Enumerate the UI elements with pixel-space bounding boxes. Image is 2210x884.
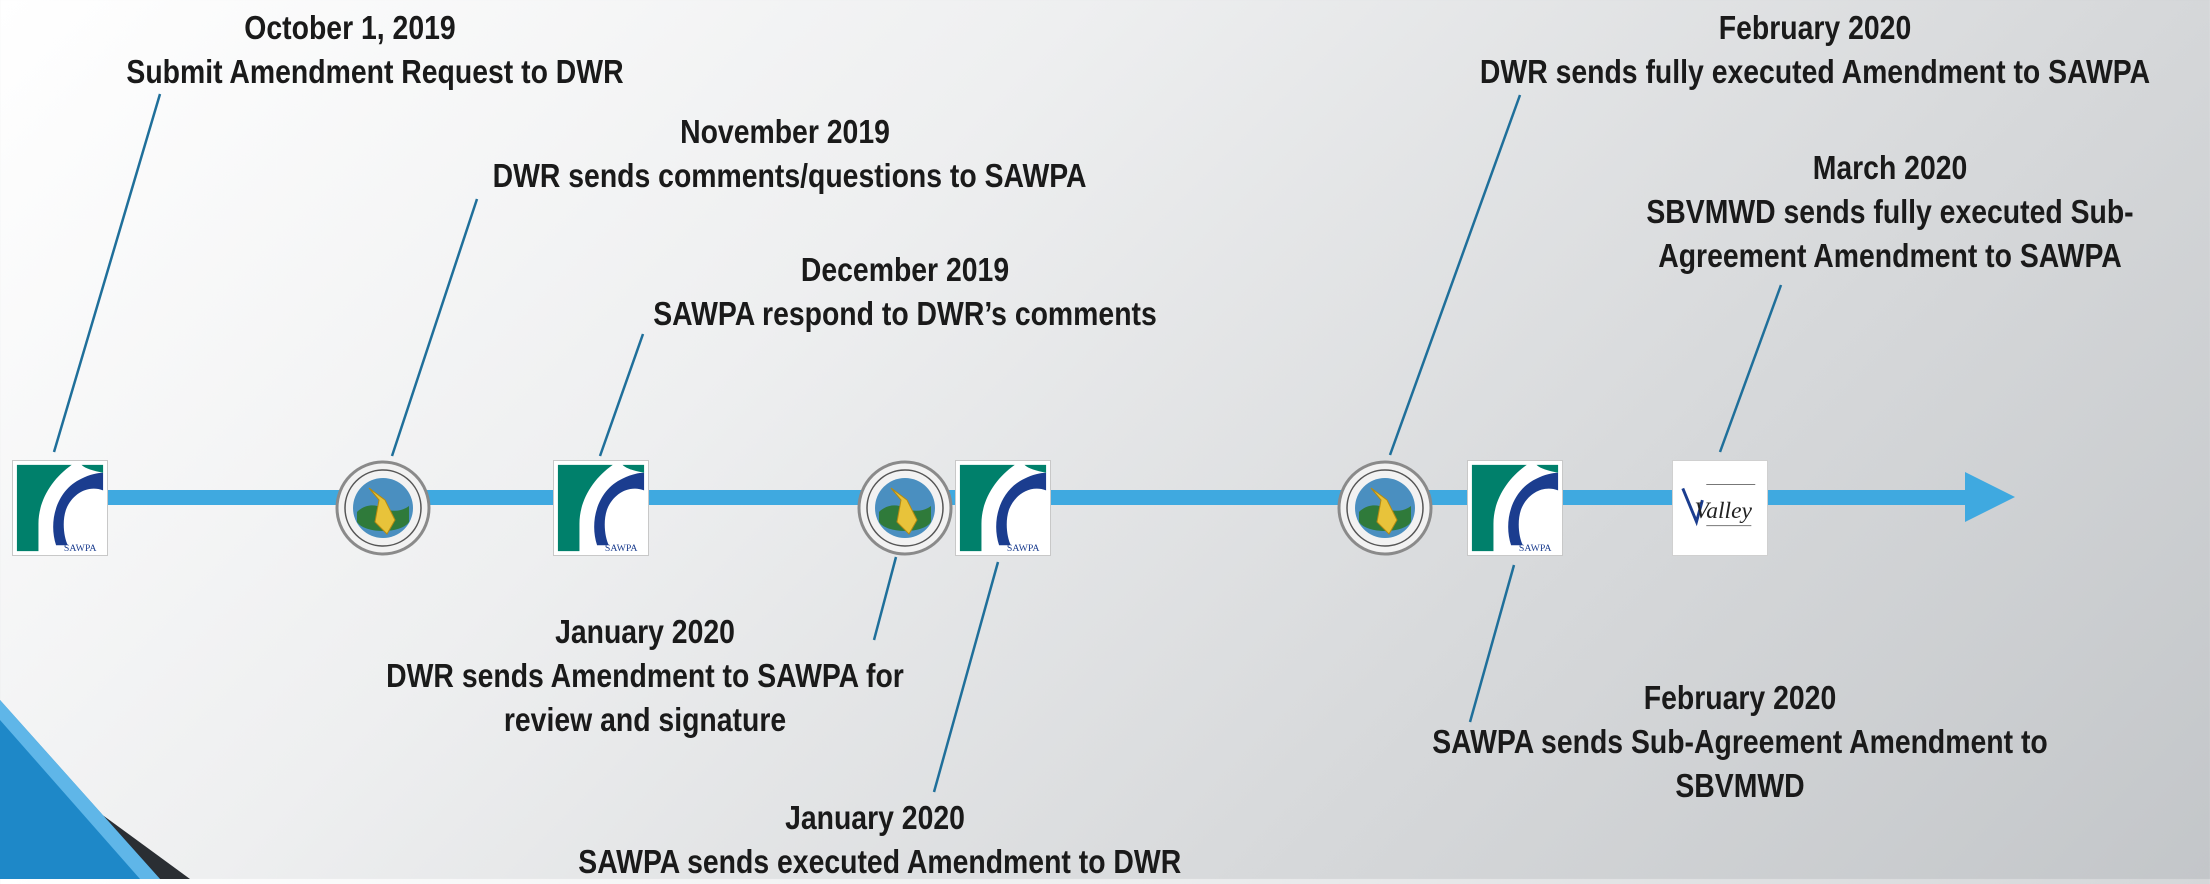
event-label: November 2019 DWR sends comments/questio… bbox=[492, 110, 1087, 198]
sawpa-logo-icon: SAWPA bbox=[16, 464, 104, 554]
event-date: January 2020 bbox=[785, 799, 965, 836]
sbvmwd-valley-logo-icon: Valley bbox=[1681, 484, 1756, 527]
event-date: February 2020 bbox=[1643, 679, 1837, 716]
svg-text:Valley: Valley bbox=[1695, 498, 1753, 524]
sawpa-logo: SAWPA bbox=[553, 460, 649, 556]
svg-text:SAWPA: SAWPA bbox=[605, 543, 638, 554]
event-description: SAWPA sends Sub-Agreement Amendment to bbox=[1432, 723, 2048, 760]
dwr-seal-icon bbox=[1337, 460, 1433, 556]
leader-line bbox=[932, 561, 1000, 793]
event-label: December 2019 SAWPA respond to DWR’s com… bbox=[651, 248, 1158, 336]
dwr-seal bbox=[857, 460, 953, 556]
dwr-seal-icon bbox=[335, 460, 431, 556]
event-date: October 1, 2019 bbox=[244, 9, 456, 46]
event-label: January 2020 DWR sends Amendment to SAWP… bbox=[374, 610, 916, 742]
event-label: February 2020 SAWPA sends Sub-Agreement … bbox=[1426, 676, 2054, 808]
event-date: January 2020 bbox=[555, 613, 735, 650]
timeline-arrowhead bbox=[1965, 472, 2015, 522]
event-description: SAWPA respond to DWR’s comments bbox=[653, 295, 1157, 332]
event-description: SBVMWD sends fully executed Sub- bbox=[1646, 193, 2134, 230]
event-description: review and signature bbox=[503, 701, 787, 738]
event-date: February 2020 bbox=[1718, 9, 1912, 46]
leader-line bbox=[390, 198, 479, 457]
event-description: DWR sends Amendment to SAWPA for bbox=[386, 657, 904, 694]
dwr-seal bbox=[335, 460, 431, 556]
svg-text:SAWPA: SAWPA bbox=[1519, 543, 1552, 554]
leader-line bbox=[598, 333, 645, 457]
event-date: December 2019 bbox=[800, 251, 1010, 288]
corner-decoration-light bbox=[0, 700, 160, 879]
svg-text:SAWPA: SAWPA bbox=[64, 543, 97, 554]
event-date: March 2020 bbox=[1812, 149, 1968, 186]
sbvmwd-logo: Valley bbox=[1672, 460, 1768, 556]
event-description: DWR sends comments/questions to SAWPA bbox=[492, 157, 1087, 194]
leader-line bbox=[1468, 564, 1516, 723]
event-description: SAWPA sends executed Amendment to DWR bbox=[578, 843, 1182, 880]
sawpa-logo: SAWPA bbox=[955, 460, 1051, 556]
event-date: November 2019 bbox=[680, 113, 890, 150]
event-label: February 2020 DWR sends fully executed A… bbox=[1475, 6, 2154, 94]
leader-line bbox=[872, 556, 898, 641]
sawpa-logo: SAWPA bbox=[12, 460, 108, 556]
event-label: March 2020 SBVMWD sends fully executed S… bbox=[1623, 146, 2156, 278]
event-description: SBVMWD bbox=[1675, 767, 1805, 804]
dwr-seal bbox=[1337, 460, 1433, 556]
leader-line bbox=[1718, 284, 1783, 453]
event-description: Submit Amendment Request to DWR bbox=[126, 53, 624, 90]
svg-text:SAWPA: SAWPA bbox=[1007, 543, 1040, 554]
sawpa-logo: SAWPA bbox=[1467, 460, 1563, 556]
sawpa-logo-icon: SAWPA bbox=[959, 464, 1047, 554]
leader-line bbox=[52, 93, 162, 453]
event-description: DWR sends fully executed Amendment to SA… bbox=[1479, 53, 2151, 90]
sawpa-logo-icon: SAWPA bbox=[1471, 464, 1559, 554]
sawpa-logo-icon: SAWPA bbox=[557, 464, 645, 554]
event-label: January 2020 SAWPA sends executed Amendm… bbox=[578, 796, 1182, 884]
leader-line bbox=[1388, 94, 1522, 456]
dwr-seal-icon bbox=[857, 460, 953, 556]
event-description: Agreement Amendment to SAWPA bbox=[1658, 237, 2122, 274]
event-label: October 1, 2019 Submit Amendment Request… bbox=[126, 6, 624, 94]
